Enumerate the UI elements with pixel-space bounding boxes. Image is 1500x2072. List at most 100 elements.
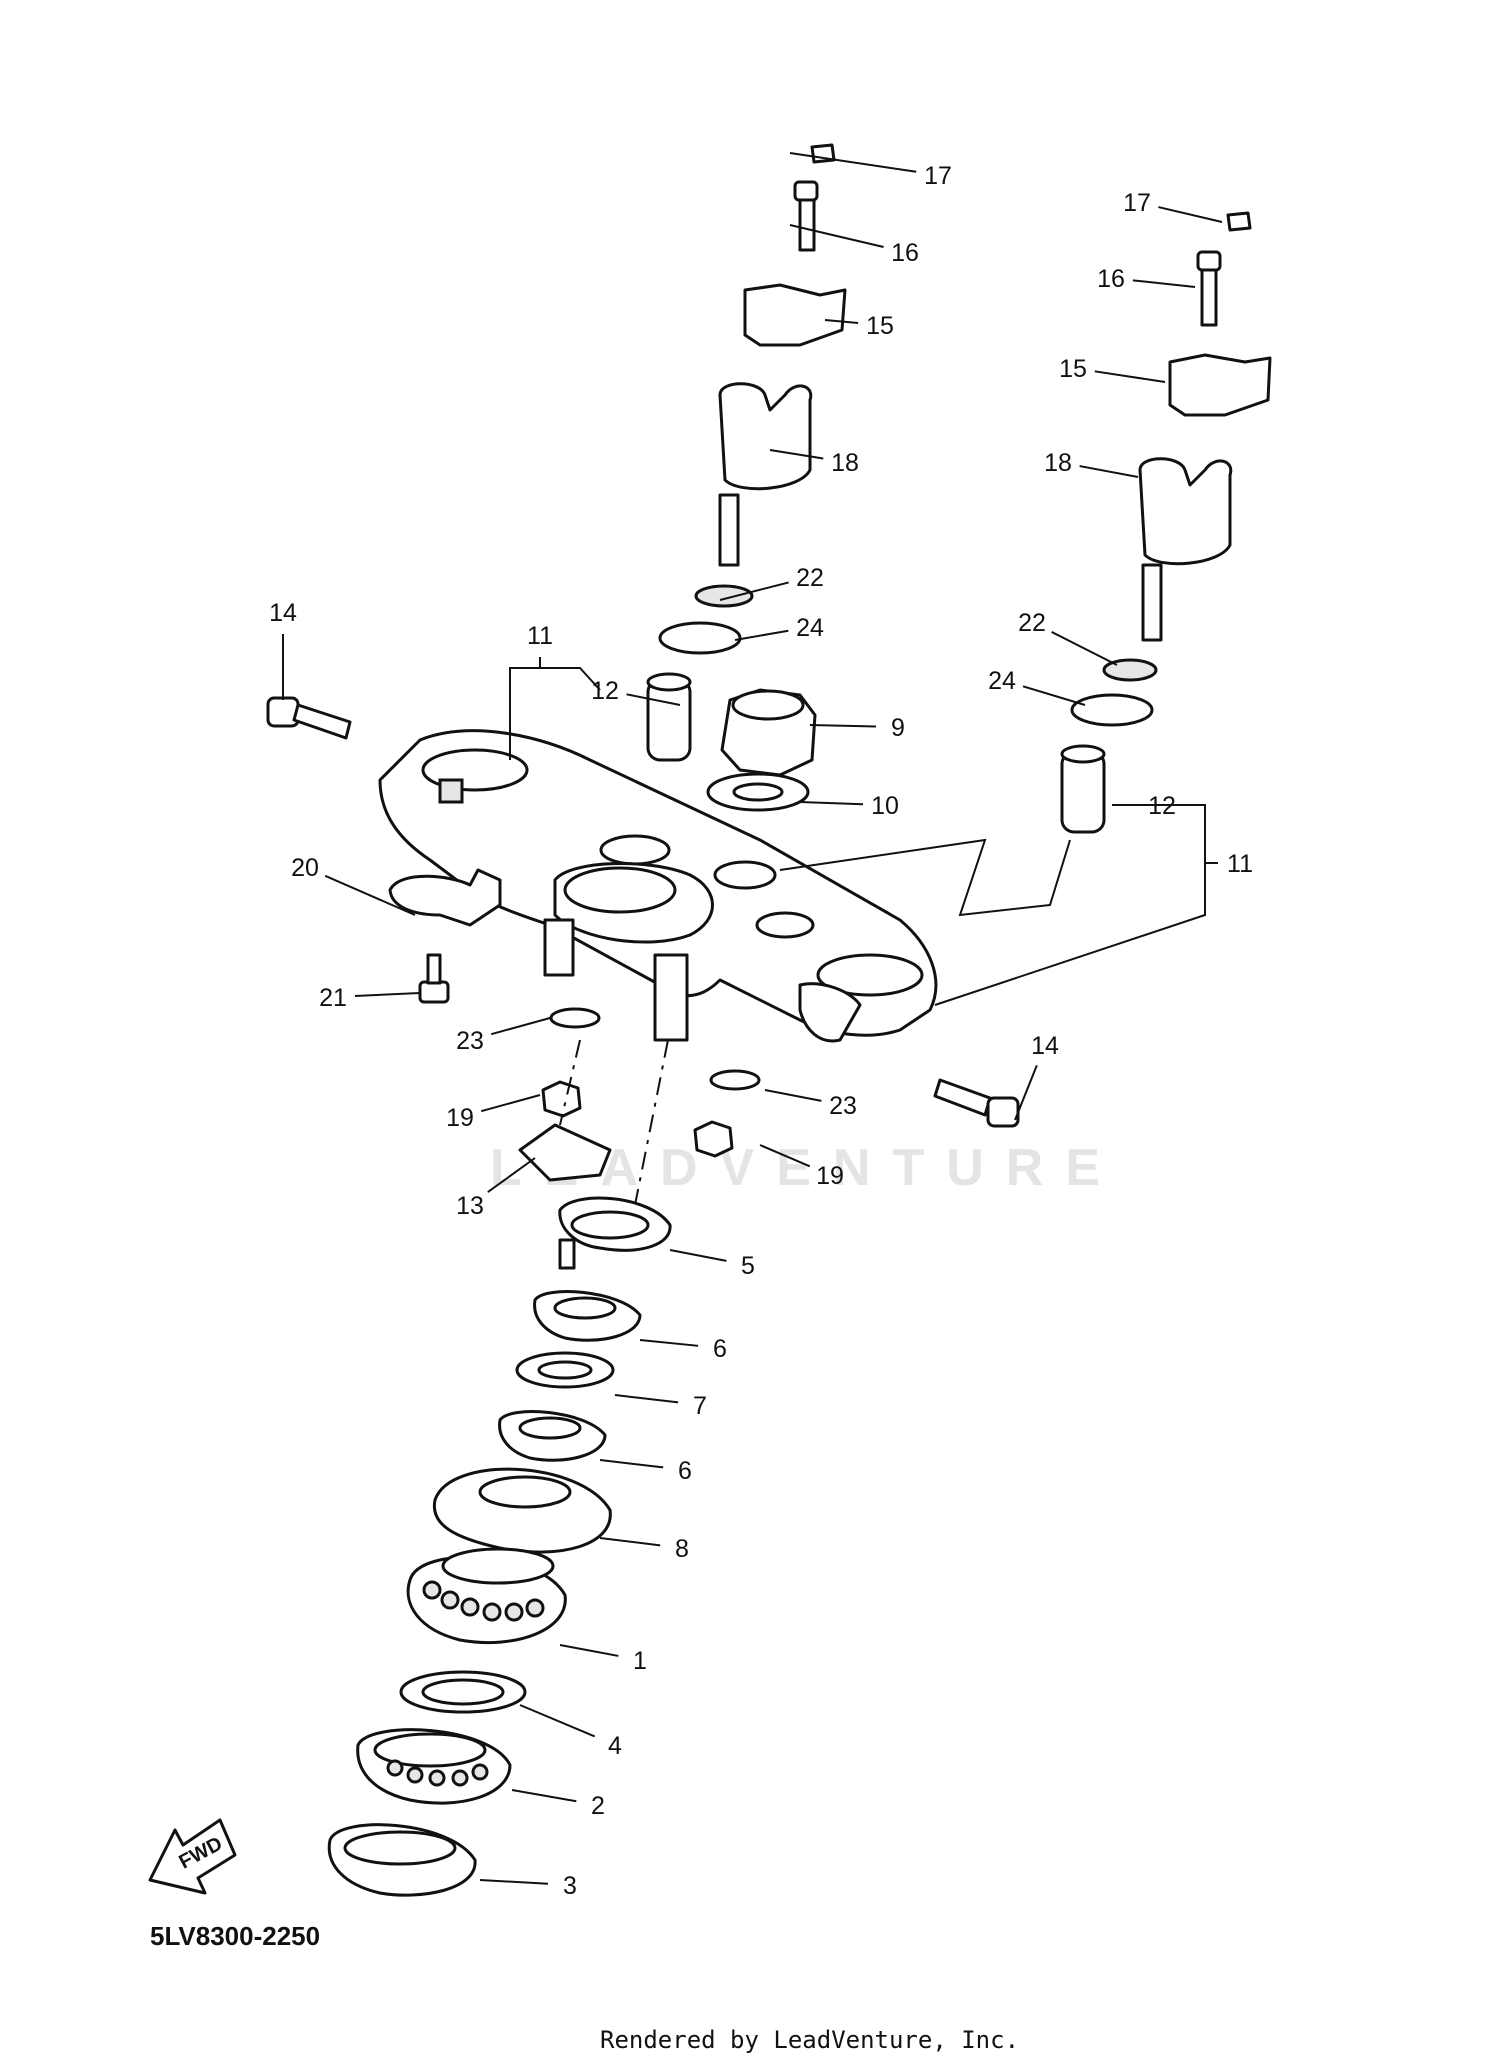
callout-c19b: 19: [759, 1144, 844, 1190]
callout-number: 2: [591, 1792, 605, 1820]
callout-c23a: 23: [456, 1017, 551, 1055]
nut-19-right: [693, 1120, 734, 1158]
leader-line: [599, 1459, 664, 1469]
callout-c7: 7: [614, 1392, 707, 1420]
leader-line: [1132, 279, 1196, 288]
pivot-bolt-14-left: [266, 696, 352, 740]
callout-number: 23: [829, 1092, 857, 1120]
callout-c15b: 15: [1059, 355, 1166, 383]
callout-number: 19: [446, 1104, 474, 1132]
callout-number: 17: [924, 162, 952, 190]
plate-13: [518, 1123, 612, 1182]
callout-c17b: 17: [1123, 189, 1223, 223]
washer-23-right: [709, 1069, 761, 1091]
leader-line: [626, 693, 681, 706]
render-footer: Rendered by LeadVenture, Inc.: [600, 2026, 1019, 2054]
leader-line: [669, 1249, 727, 1262]
callout-c22b: 22: [1018, 609, 1118, 666]
callout-number: 20: [291, 854, 319, 882]
leader-line: [769, 449, 824, 460]
leader-line: [354, 992, 421, 997]
callout-c19a: 19: [446, 1094, 541, 1132]
leader-line: [759, 1144, 811, 1168]
riser-stack-left: [646, 143, 847, 762]
callout-c18b: 18: [1044, 449, 1139, 478]
leader-line: [1079, 465, 1139, 478]
cable-guide-20: [388, 868, 502, 927]
steering-nut-9: [720, 688, 817, 777]
callout-c2: 2: [511, 1789, 605, 1820]
leader-line: [1158, 206, 1223, 223]
callout-number: 24: [988, 667, 1016, 695]
callout-c20: 20: [291, 854, 416, 916]
leader-line: [324, 874, 416, 916]
callout-number: 4: [608, 1732, 622, 1760]
bracket-11-right: [934, 804, 1206, 1006]
callout-c10: 10: [799, 792, 899, 820]
leader-line: [487, 1157, 536, 1193]
callout-number: 17: [1123, 189, 1151, 217]
callout-number: 21: [319, 984, 347, 1012]
callout-c21: 21: [319, 984, 421, 1012]
stem-plate-5: [558, 1196, 672, 1270]
leader-line: [1051, 631, 1118, 666]
leader-line: [614, 1394, 679, 1404]
callout-number: 18: [1044, 449, 1072, 477]
riser-stack-right: [1060, 211, 1272, 834]
callout-number: 12: [591, 677, 619, 705]
leader-line: [789, 152, 917, 173]
callout-number: 13: [456, 1192, 484, 1220]
leader-line: [559, 1644, 619, 1657]
bolt-21: [418, 953, 450, 1004]
upper-bracket-11: [378, 729, 938, 1043]
callout-number: 6: [678, 1457, 692, 1485]
leader-line: [1014, 1065, 1038, 1121]
callout-c11a: 11: [527, 622, 553, 668]
callout-c6a: 6: [639, 1335, 727, 1363]
callout-number: 23: [456, 1027, 484, 1055]
callout-c24a: 24: [734, 614, 824, 642]
leader-line: [799, 801, 864, 806]
callout-c4: 4: [519, 1704, 622, 1760]
fwd-arrow-icon: FWD: [148, 1818, 237, 1895]
callout-number: 22: [796, 564, 824, 592]
leader-line: [599, 1537, 661, 1547]
callout-number: 14: [269, 599, 297, 627]
callout-number: 15: [1059, 355, 1087, 383]
pivot-bolt-14-right: [933, 1078, 1020, 1128]
washer-10: [706, 772, 810, 812]
callout-number: 3: [563, 1872, 577, 1900]
callout-c17a: 17: [789, 152, 952, 190]
bracket-11-left: [509, 667, 601, 760]
callout-number: 11: [527, 622, 553, 650]
callout-c14a: 14: [269, 599, 297, 700]
break-line: [779, 838, 1071, 917]
leader-line: [490, 1017, 551, 1036]
washer-23-left: [549, 1007, 601, 1029]
callout-c16a: 16: [789, 224, 919, 267]
callout-c3: 3: [479, 1872, 577, 1900]
callout-c13: 13: [456, 1157, 536, 1220]
leader-line: [480, 1094, 541, 1113]
callout-c1: 1: [559, 1644, 647, 1675]
leader-line: [639, 1339, 699, 1347]
axis-left: [559, 1039, 581, 1126]
callout-layer: 1716151822249101211141716151822241211202…: [269, 152, 1253, 1900]
leader-line: [1094, 370, 1166, 383]
leader-line: [511, 1789, 577, 1803]
bearing-2: [356, 1728, 512, 1805]
callout-number: 16: [1097, 265, 1125, 293]
leader-line: [719, 581, 789, 601]
leader-line: [734, 629, 789, 641]
leader-line: [1022, 685, 1086, 706]
callout-number: 22: [1018, 609, 1046, 637]
callout-c5: 5: [669, 1249, 755, 1280]
callout-c18a: 18: [769, 449, 859, 477]
dust-seal-4: [399, 1670, 527, 1714]
leader-line: [479, 1879, 549, 1885]
washer-7: [515, 1351, 615, 1389]
callout-number: 7: [693, 1392, 707, 1420]
race-3: [327, 1823, 477, 1897]
callout-c6b: 6: [599, 1457, 692, 1485]
callout-number: 5: [741, 1252, 755, 1280]
